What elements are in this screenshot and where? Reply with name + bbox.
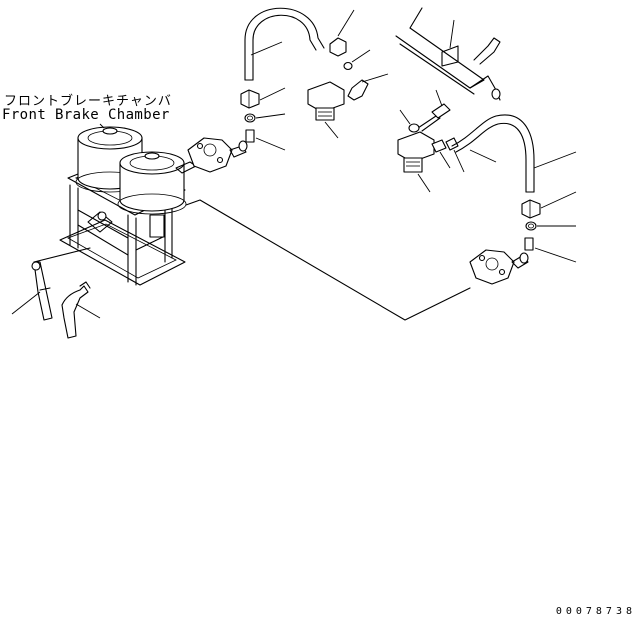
relay-valve-left — [187, 137, 248, 173]
diagram-title-english: Front Brake Chamber — [2, 107, 170, 123]
relay-valve-right — [469, 249, 529, 285]
brake-chamber-right — [117, 151, 187, 215]
ring-right — [525, 221, 576, 231]
fitting-nut-left — [240, 87, 286, 109]
linkage-parts — [11, 247, 101, 339]
ring-upper — [343, 49, 371, 71]
elbow-left — [245, 129, 286, 151]
washer — [399, 109, 420, 133]
ring-left — [244, 113, 286, 123]
valve-right — [397, 131, 465, 193]
valve-center — [307, 81, 345, 139]
hose-left — [244, 7, 325, 81]
elbow-right — [524, 237, 577, 263]
fitting-nut-right — [521, 191, 577, 219]
drawing-number: 00078738 — [555, 606, 636, 617]
air-line — [185, 199, 471, 321]
diagram-title-japanese: フロントブレーキチャンバ — [4, 94, 172, 109]
elbow-upper — [347, 73, 389, 101]
front-brake-chamber-assembly — [59, 126, 197, 286]
fitting-upper — [329, 9, 355, 57]
bolt — [417, 89, 451, 132]
pipe-bracket-right — [395, 7, 501, 101]
hose-right — [451, 114, 577, 193]
